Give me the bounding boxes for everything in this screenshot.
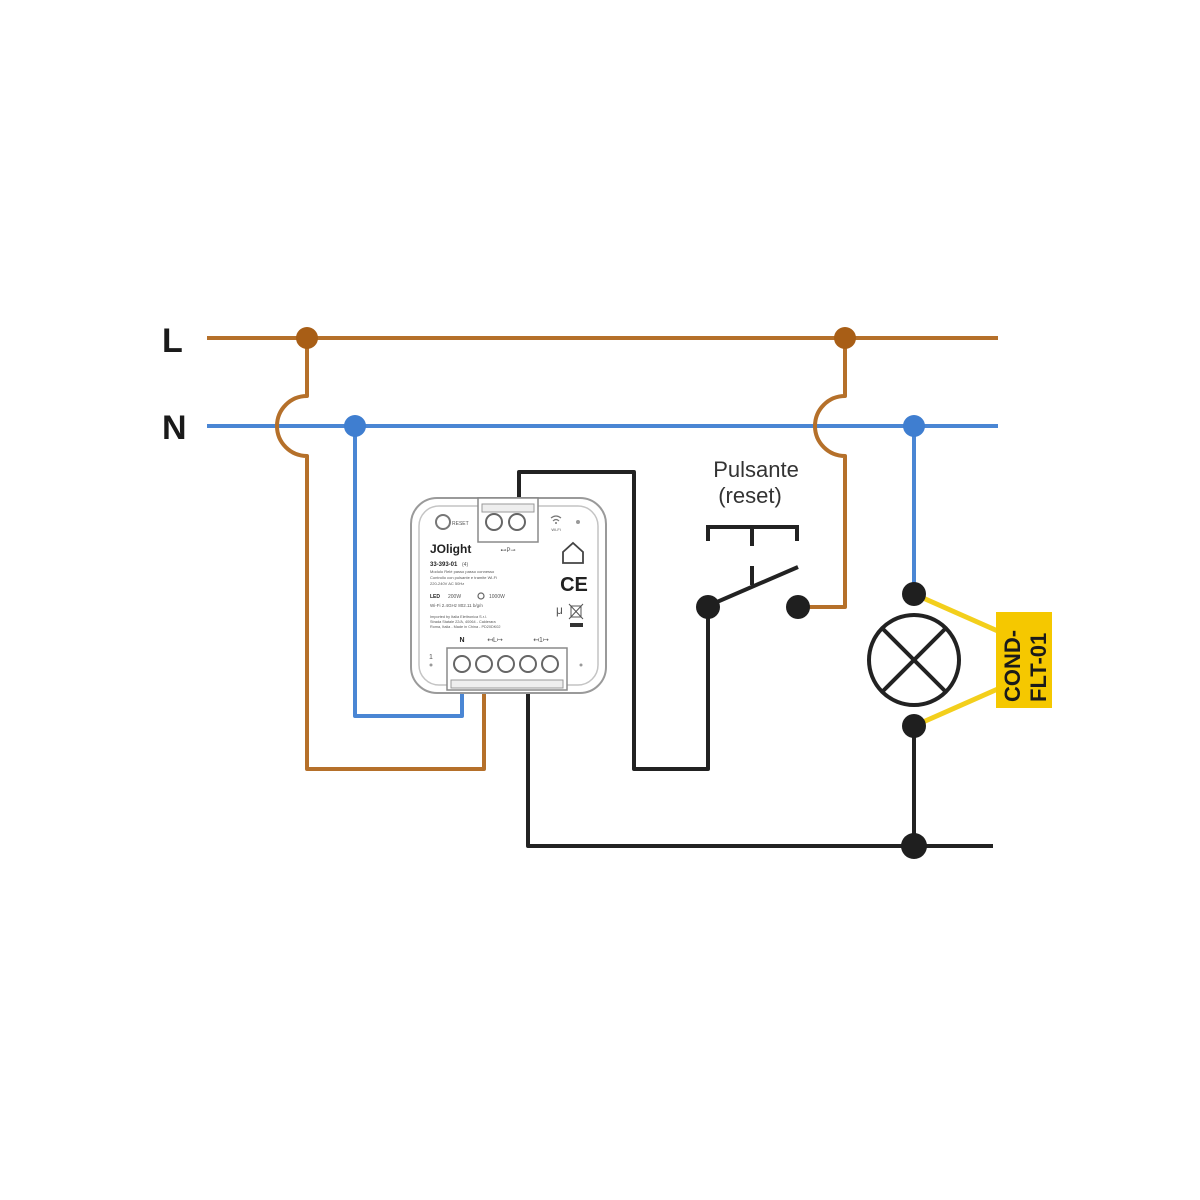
status-led-icon (576, 520, 580, 524)
terminal-label-n: N (459, 637, 464, 644)
terminal-screw-l1 (475, 655, 493, 673)
smart-relay-module: ⊷P⊸ RESET Wi-Fi JOlight 33-393-01 (4) Mo… (410, 497, 607, 694)
live-junction-right (834, 327, 856, 349)
wifi-spec: Wi-Fi 2.4GHz 802.11 b/g/n (430, 603, 483, 608)
terminal-screw (508, 513, 526, 531)
terminal-screw-n (453, 655, 471, 673)
bulb-icon (477, 592, 485, 600)
pushbutton-signal-wire (517, 470, 710, 771)
reset-button-icon (435, 514, 451, 530)
output-to-lamp-wire (526, 688, 993, 848)
live-to-module-wire (275, 338, 486, 771)
terminal-screw-l2 (497, 655, 515, 673)
pushbutton-label-line2: (reset) (718, 483, 782, 508)
description-line3: 220-240V AC 50Hz (430, 581, 464, 586)
output-junction (901, 833, 927, 859)
side-number-label: 1 (429, 654, 433, 661)
neutral-junction-left (344, 415, 366, 437)
terminal-label-l: ↤L↦ (487, 637, 503, 644)
importer-line2: Strada Statale 22/A, 40064 - Calderara (430, 620, 497, 624)
terminal-label-1: ↤1↦ (533, 637, 549, 644)
brand-logo: JOlight (430, 542, 471, 556)
pushbutton-symbol (696, 525, 810, 619)
pushbutton-contact-right (786, 595, 810, 619)
terminal-screw-out1 (519, 655, 537, 673)
terminal-screw-out2 (541, 655, 559, 673)
led-max-power: 200W (448, 594, 461, 600)
live-junction-left (296, 327, 318, 349)
importer-line3: Roma, Italia - Made in China - PD20DK02 (430, 625, 501, 629)
lamp-terminal-bottom (902, 714, 926, 738)
live-to-pushbutton-wire (798, 338, 847, 609)
neutral-line-label: N (162, 409, 187, 447)
condenser-label-line1: COND- (1000, 630, 1025, 702)
neutral-to-module-wire (353, 426, 464, 718)
lamp-terminal-top (902, 582, 926, 606)
model-number: 33-393-01 (430, 562, 458, 568)
mu-mark: μ (556, 603, 563, 617)
pushbutton-contact-left (696, 595, 720, 619)
pushbutton-label-line1: Pulsante (713, 457, 799, 482)
neutral-junction-right (903, 415, 925, 437)
reset-label: RESET (452, 521, 469, 527)
top-terminal-label: ⊷P⊸ (500, 548, 515, 554)
description-line1: Modulo Relè passo passo connesso (430, 569, 495, 574)
condenser-tag: COND- FLT-01 (996, 612, 1052, 708)
live-line-label: L (162, 322, 183, 360)
weee-bin-icon (568, 603, 584, 627)
importer-line1: Imported by Italia Elettronica S.r.l. (430, 615, 487, 619)
wifi-label: Wi-Fi (551, 527, 560, 532)
condenser-wire-top (912, 591, 1002, 635)
description-line2: Controllo con pulsante e tramite Wi-Fi (430, 575, 497, 580)
ce-mark: CE (560, 574, 588, 596)
condenser-label-line2: FLT-01 (1026, 633, 1051, 702)
model-suffix: (4) (462, 562, 468, 568)
wifi-icon (550, 515, 562, 524)
led-label: LED (430, 594, 440, 600)
condenser-wire-bottom (912, 685, 1002, 729)
incandescent-max-power: 1000W (489, 594, 505, 600)
home-icon (562, 541, 584, 564)
terminal-screw (485, 513, 503, 531)
lamp-symbol (867, 613, 961, 707)
